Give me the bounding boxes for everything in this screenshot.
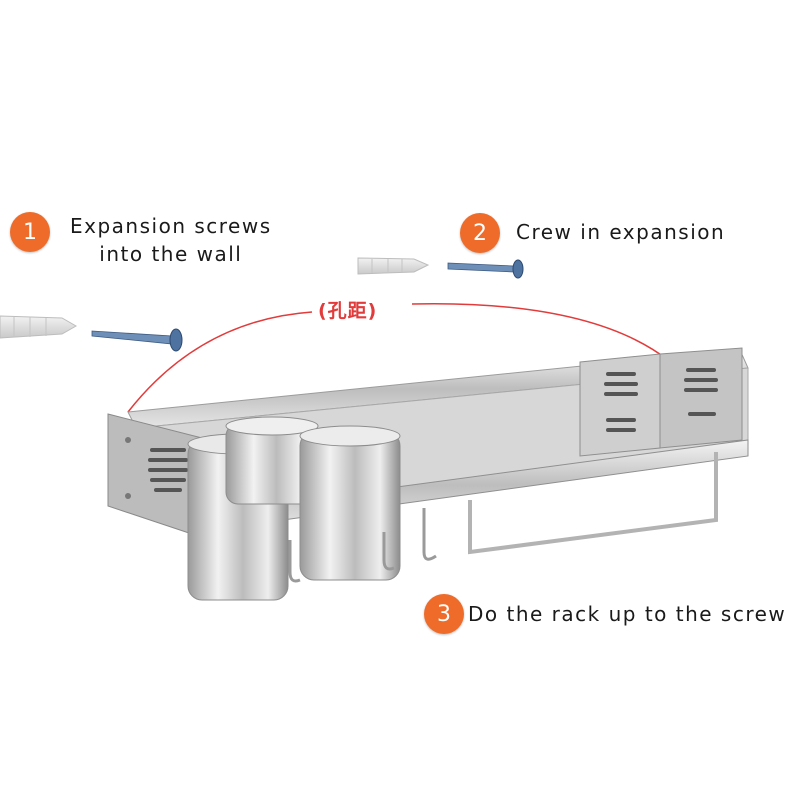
spice-rack-illustration [107, 347, 749, 601]
step-1-line1: Expansion screws [70, 214, 272, 238]
hooks [288, 508, 437, 583]
step-3-text: Do the rack up to the screw [468, 602, 787, 626]
hole-spacing-label: (孔距) [318, 300, 378, 322]
wall-anchor-icon-2 [357, 257, 430, 275]
hole-spacing-arc-right [411, 303, 669, 361]
towel-bar [468, 452, 718, 555]
step-2-badge: 2 [460, 213, 500, 253]
hole-spacing-arc-left [127, 311, 313, 413]
step-1-line2: into the wall [99, 242, 243, 266]
wall-anchor-icon [0, 315, 78, 339]
step-1-text: Expansion screws into the wall [70, 212, 272, 268]
step-2-text: Crew in expansion [516, 220, 726, 244]
step-1-badge: 1 [10, 212, 50, 252]
screw-icon-2 [447, 259, 524, 279]
screw-icon [91, 328, 183, 352]
utensil-cups [187, 416, 401, 601]
step-3-badge: 3 [424, 594, 464, 634]
